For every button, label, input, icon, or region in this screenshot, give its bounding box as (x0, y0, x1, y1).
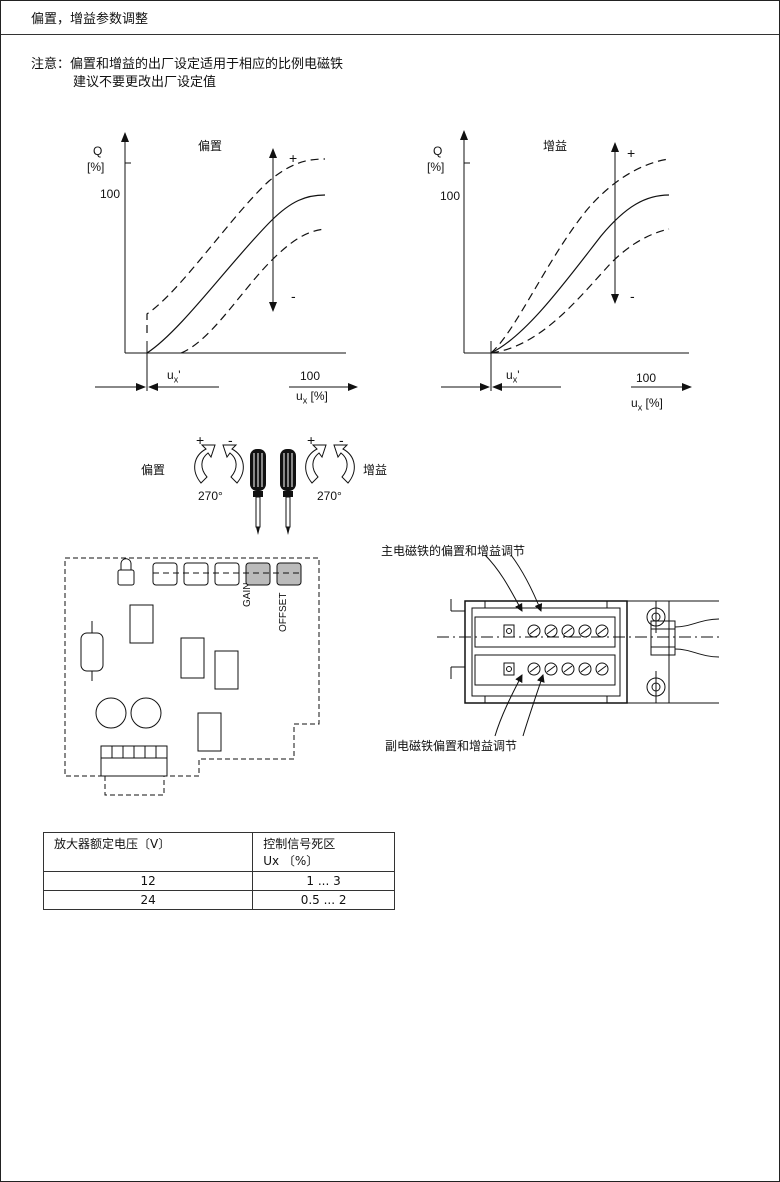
adjust-left-angle: 270° (198, 489, 223, 503)
table-row: 24 0.5 ... 2 (42, 890, 395, 910)
note-line-2: 建议不要更改出厂设定值 (73, 75, 217, 90)
table-row: 12 1 ... 3 (42, 871, 395, 891)
screwdriver-icon (280, 449, 296, 535)
adjust-right-angle: 270° (317, 489, 342, 503)
graph-gain-plus: + (627, 145, 636, 161)
table-cell: 0.5 ... 2 (252, 890, 395, 910)
note-line-1: 注意：偏置和增益的出厂设定适用于相应的比例电磁铁 (31, 57, 344, 72)
header-divider (1, 34, 779, 35)
table-header-deadband: 控制信号死区 Ux 〔%〕 (252, 832, 395, 872)
adjust-screw-icon (527, 624, 609, 676)
graph-gain-title: 增益 (543, 139, 568, 153)
graph-gain-ux: ux [%] (631, 396, 663, 413)
graph-offset-y100: 100 (100, 187, 121, 201)
adjust-left-plus: + (196, 432, 205, 448)
graph-offset (95, 132, 358, 391)
valve-aux-label: 副电磁铁偏置和增益调节 (385, 739, 518, 753)
graph-gain-y100: 100 (440, 189, 461, 203)
graph-offset-minus: - (291, 288, 296, 304)
adjust-right-minus: - (339, 432, 344, 448)
circuit-board (64, 557, 320, 796)
graph-gain-q-unit: [%] (427, 160, 445, 174)
graph-offset-title: 偏置 (198, 139, 223, 153)
table-header-voltage: 放大器额定电压〔V〕 (42, 832, 254, 872)
voltage-deadband-table: 放大器额定电压〔V〕 控制信号死区 Ux 〔%〕 12 1 ... 3 24 0… (42, 832, 395, 910)
table-header-row: 放大器额定电压〔V〕 控制信号死区 Ux 〔%〕 (42, 832, 395, 872)
table-cell: 24 (42, 890, 254, 910)
graph-gain-q: Q (433, 144, 443, 158)
rotate-arrow-right-icon (305, 444, 355, 484)
header-title: 偏置，增益参数调整 (31, 12, 149, 27)
graph-offset-x100: 100 (300, 369, 321, 383)
graph-offset-q-unit: [%] (87, 160, 105, 174)
table-cell: 12 (42, 871, 254, 891)
graph-offset-q: Q (93, 144, 103, 158)
rotate-arrow-left-icon (194, 444, 244, 484)
adjust-right-plus: + (307, 432, 316, 448)
adjust-gain-label: 增益 (363, 463, 388, 477)
adjust-offset-label: 偏置 (141, 463, 166, 477)
graph-offset-ux: ux [%] (296, 389, 328, 406)
screwdriver-icon (250, 449, 266, 535)
adjust-left-minus: - (228, 432, 233, 448)
graph-offset-plus: + (289, 150, 298, 166)
valve-drawing (437, 554, 720, 737)
graph-gain-minus: - (630, 288, 635, 304)
table-cell: 1 ... 3 (252, 871, 395, 891)
valve-main-label: 主电磁铁的偏置和增益调节 (381, 544, 526, 558)
graph-gain (441, 130, 692, 391)
graph-offset-uxp: ux' (167, 368, 181, 385)
graph-gain-x100: 100 (636, 371, 657, 385)
graph-gain-uxp: ux' (506, 368, 520, 385)
